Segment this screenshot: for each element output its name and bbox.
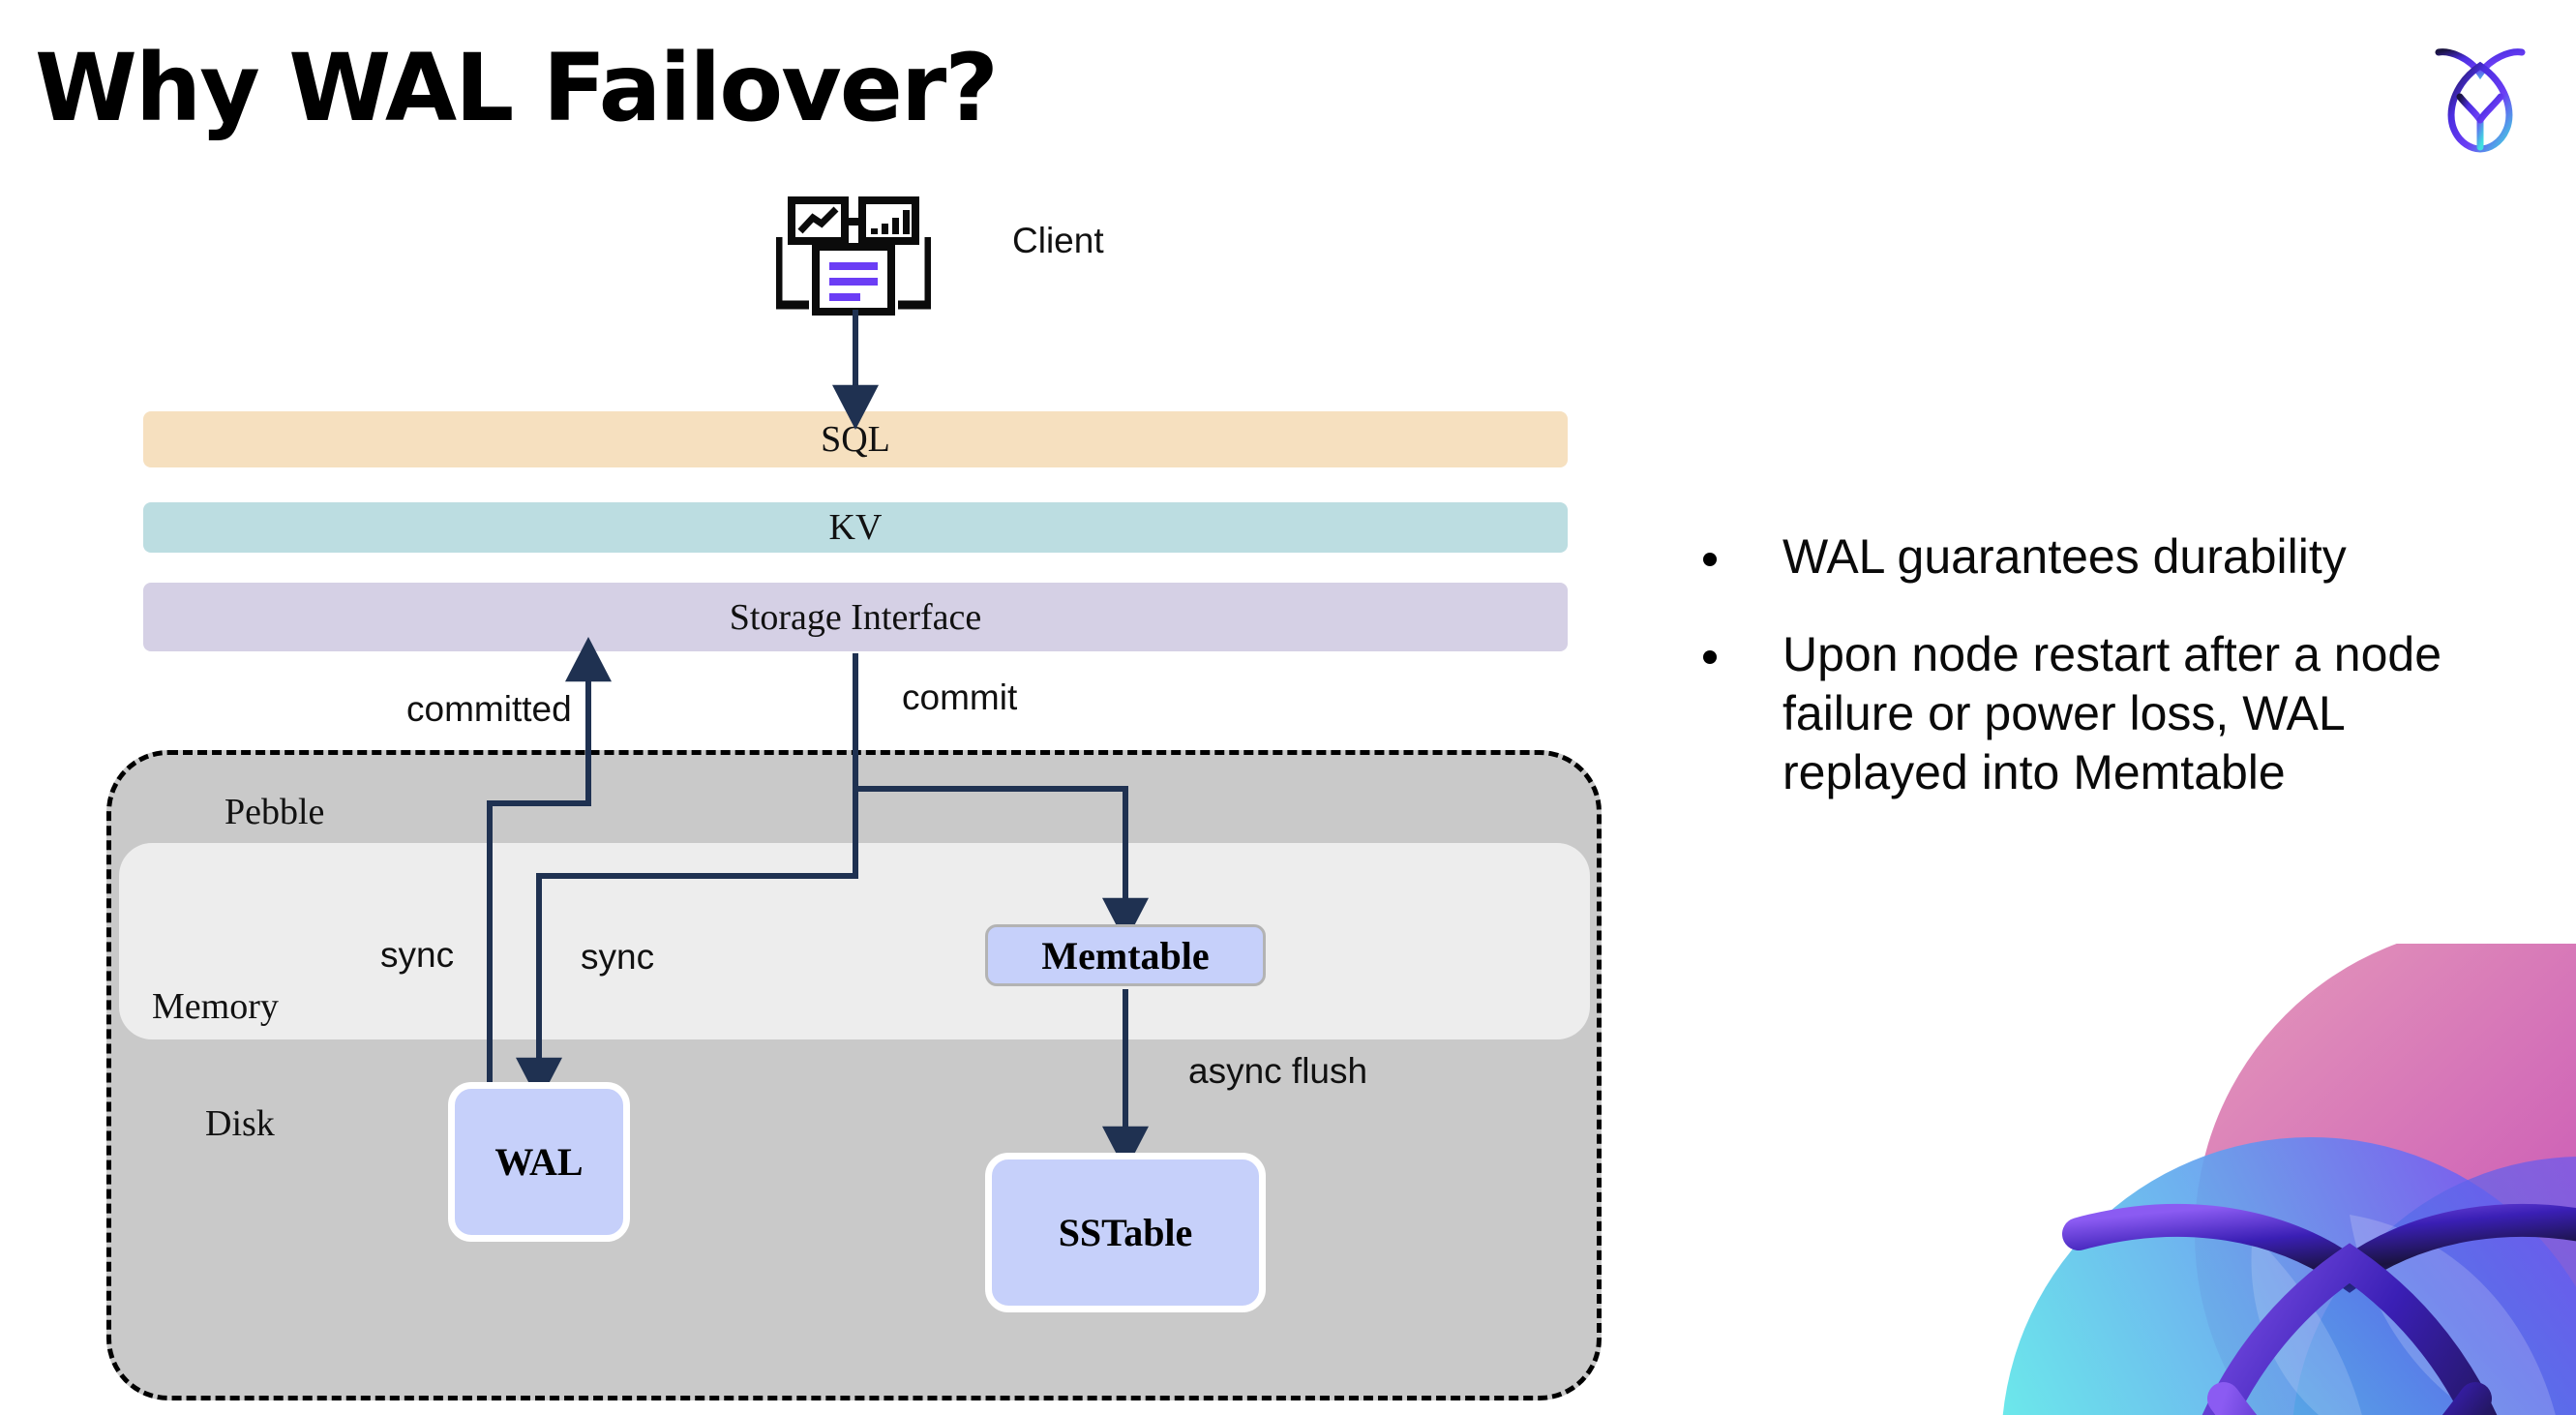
memory-region-label: Memory (152, 986, 279, 1027)
node-memtable-label: Memtable (1041, 933, 1210, 978)
cockroach-labs-watermark-icon (1962, 944, 2576, 1415)
bullet-dot-icon (1703, 650, 1717, 664)
bullet-list: WAL guarantees durability Upon node rest… (1703, 527, 2535, 841)
page-title: Why WAL Failover? (35, 34, 999, 142)
layer-bar-kv-label: KV (828, 507, 883, 548)
client-label: Client (1012, 221, 1104, 260)
bullet-text: Upon node restart after a node failure o… (1782, 627, 2442, 799)
disk-region-label: Disk (205, 1103, 275, 1144)
layer-bar-sql-label: SQL (821, 419, 890, 460)
edge-label-commit: commit (902, 677, 1018, 717)
cockroach-labs-logo-icon (2417, 27, 2543, 153)
layer-bar-kv: KV (143, 502, 1568, 553)
memory-region (119, 843, 1590, 1039)
list-item: WAL guarantees durability (1703, 527, 2535, 587)
layer-bar-storage-interface-label: Storage Interface (729, 596, 982, 638)
layer-bar-storage-interface: Storage Interface (143, 583, 1568, 651)
node-memtable: Memtable (985, 924, 1266, 986)
dashboard-analytics-icon (773, 196, 934, 317)
edge-label-async-flush: async flush (1188, 1051, 1368, 1091)
bullet-text: WAL guarantees durability (1782, 529, 2347, 584)
bullet-dot-icon (1703, 553, 1717, 566)
pebble-label: Pebble (225, 792, 325, 832)
edge-label-sync-left: sync (380, 935, 455, 975)
layer-bar-sql: SQL (143, 411, 1568, 467)
list-item: Upon node restart after a node failure o… (1703, 625, 2535, 802)
node-sstable: SSTable (985, 1153, 1266, 1312)
edge-label-committed: committed (406, 689, 572, 729)
node-wal: WAL (448, 1082, 630, 1242)
node-sstable-label: SSTable (1058, 1211, 1193, 1254)
node-wal-label: WAL (494, 1140, 584, 1184)
edge-label-sync-right: sync (581, 937, 655, 977)
